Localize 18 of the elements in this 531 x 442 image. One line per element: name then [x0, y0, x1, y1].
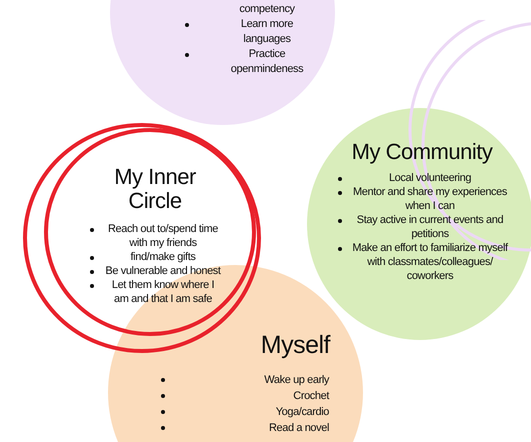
list-item: Stay active in current events and petitions [356, 213, 504, 241]
double-ring [22, 122, 262, 354]
list-item: Read a novel [268, 421, 329, 436]
list-item: Local volunteering [388, 171, 472, 185]
list-item: Crochet [292, 389, 329, 404]
list-item: Be vulnerable and honest [104, 264, 222, 278]
list-item: Mentor and share my experiences when I can [352, 185, 508, 213]
list-item: Practice openmindeness [230, 47, 304, 77]
circle-heading: My Inner Circle [113, 165, 197, 214]
list-item: Learn more languages [240, 17, 294, 47]
list-item: find/make gifts [130, 250, 196, 264]
circle-heading: Myself [260, 332, 330, 360]
list-item: competency [238, 2, 296, 17]
list-item: Yoga/cardio [274, 405, 329, 420]
list-item: Wake up early [263, 373, 329, 388]
circle-heading: My Community [350, 140, 494, 164]
list-item: Let them know where I am and that I am safe [110, 278, 216, 306]
list-item: Make an effort to familiarize myself with classmates/colleagues/ coworkers [351, 241, 509, 283]
